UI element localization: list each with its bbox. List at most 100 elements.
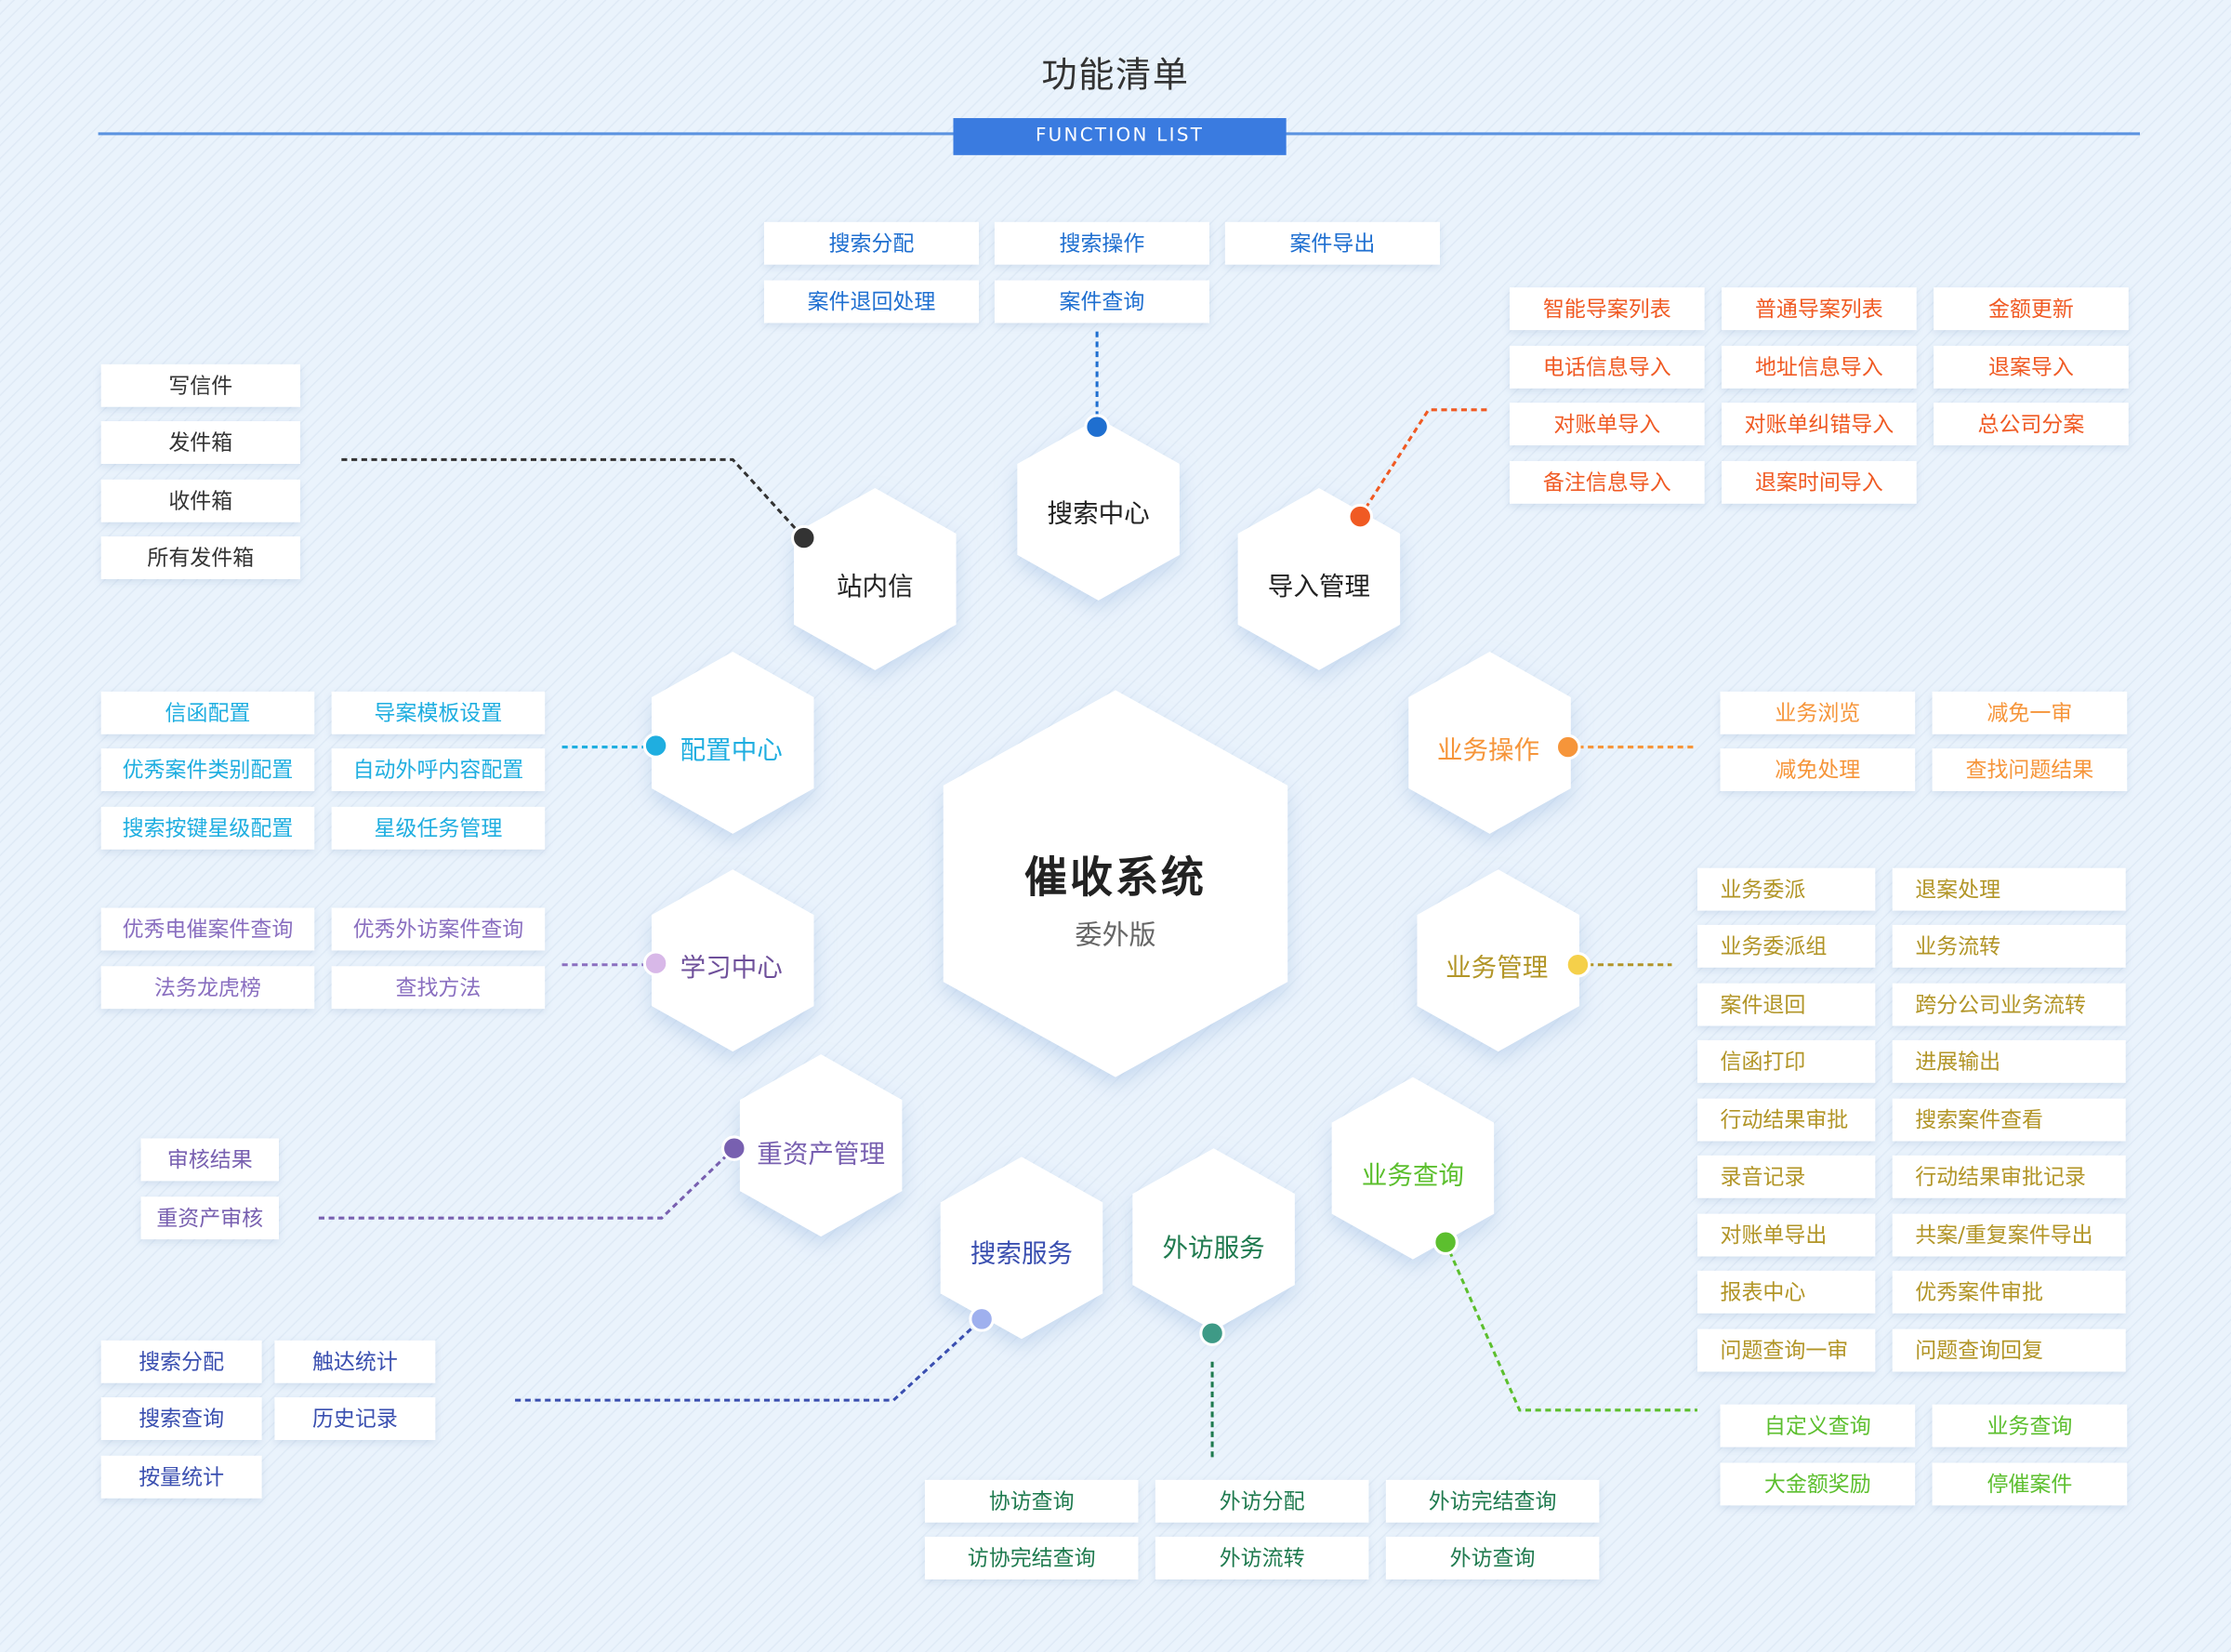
business-mgmt-item[interactable]: 业务委派组 — [1697, 924, 1876, 968]
business-mgmt-item[interactable]: 报表中心 — [1697, 1270, 1876, 1314]
dot-search-service — [969, 1306, 995, 1332]
business-mgmt-item[interactable]: 业务流转 — [1892, 924, 2126, 968]
function-list-badge: FUNCTION LIST — [953, 118, 1287, 155]
import-mgmt-item[interactable]: 总公司分案 — [1934, 403, 2129, 446]
business-mgmt-item[interactable]: 问题查询回复 — [1892, 1328, 2126, 1372]
inbox-item[interactable]: 所有发件箱 — [100, 536, 300, 579]
import-mgmt-item[interactable]: 退案时间导入 — [1722, 460, 1917, 504]
business-ops-item[interactable]: 查找问题结果 — [1932, 748, 2128, 792]
business-ops-item[interactable]: 减免处理 — [1720, 748, 1916, 792]
hexagon-business-mgmt — [1417, 869, 1579, 1052]
import-mgmt-item[interactable]: 退案导入 — [1934, 345, 2129, 389]
import-mgmt-item[interactable]: 金额更新 — [1934, 287, 2129, 331]
business-query-item[interactable]: 停催案件 — [1932, 1462, 2128, 1506]
dot-business-query — [1432, 1229, 1459, 1255]
business-query-item[interactable]: 业务查询 — [1932, 1404, 2128, 1447]
business-mgmt-item[interactable]: 问题查询一审 — [1697, 1328, 1876, 1372]
inbox-item[interactable]: 写信件 — [100, 363, 300, 407]
search-center-item[interactable]: 搜索操作 — [994, 221, 1210, 265]
import-mgmt-item[interactable]: 电话信息导入 — [1509, 345, 1705, 389]
config-center-item[interactable]: 导案模板设置 — [331, 691, 546, 734]
config-center-item[interactable]: 自动外呼内容配置 — [331, 748, 546, 792]
module-label-import-mgmt: 导入管理 — [1267, 572, 1370, 602]
business-mgmt-item[interactable]: 共案/重复案件导出 — [1892, 1213, 2126, 1257]
module-label-search-center: 搜索中心 — [1047, 499, 1150, 530]
dot-business-mgmt — [1564, 951, 1591, 978]
hexagon-business-query — [1331, 1077, 1495, 1260]
hexagon-business-ops — [1408, 652, 1571, 834]
business-mgmt-item[interactable]: 案件退回 — [1697, 983, 1876, 1026]
learning-center-item[interactable]: 优秀外访案件查询 — [331, 907, 546, 951]
import-mgmt-item[interactable]: 普通导案列表 — [1722, 287, 1917, 331]
import-mgmt-item[interactable]: 智能导案列表 — [1509, 287, 1705, 331]
search-service-item[interactable]: 历史记录 — [274, 1397, 436, 1440]
learning-center-item[interactable]: 优秀电催案件查询 — [100, 907, 315, 951]
connector-inbox — [341, 457, 805, 539]
search-service-item[interactable]: 触达统计 — [274, 1340, 436, 1383]
module-label-business-ops: 业务操作 — [1436, 735, 1540, 766]
business-mgmt-item[interactable]: 行动结果审批 — [1697, 1098, 1876, 1142]
visit-service-item[interactable]: 外访流转 — [1155, 1537, 1369, 1579]
config-center-item[interactable]: 信函配置 — [100, 691, 315, 734]
hexagon-search-service — [940, 1156, 1103, 1340]
visit-service-item[interactable]: 访协完结查询 — [924, 1537, 1139, 1579]
hexagon-inbox — [794, 487, 957, 670]
business-mgmt-item[interactable]: 搜索案件查看 — [1892, 1098, 2126, 1142]
dot-visit-service — [1199, 1320, 1225, 1346]
import-mgmt-item[interactable]: 对账单纠错导入 — [1722, 403, 1917, 446]
dot-config-center — [642, 733, 669, 759]
business-mgmt-item[interactable]: 退案处理 — [1892, 867, 2126, 911]
module-label-business-mgmt: 业务管理 — [1446, 953, 1549, 984]
asset-mgmt-item[interactable]: 审核结果 — [140, 1138, 279, 1182]
business-ops-item[interactable]: 减免一审 — [1932, 691, 2128, 734]
module-label-business-query: 业务查询 — [1361, 1160, 1464, 1192]
business-mgmt-item[interactable]: 进展输出 — [1892, 1039, 2126, 1083]
module-label-search-service: 搜索服务 — [970, 1239, 1074, 1270]
visit-service-item[interactable]: 外访查询 — [1385, 1537, 1600, 1579]
hexagon-config-center — [652, 652, 814, 834]
connector-asset-mgmt — [318, 1147, 735, 1220]
config-center-item[interactable]: 搜索按键星级配置 — [100, 806, 315, 850]
search-center-item[interactable]: 搜索分配 — [763, 221, 980, 265]
module-label-inbox: 站内信 — [836, 572, 914, 602]
business-mgmt-item[interactable]: 信函打印 — [1697, 1039, 1876, 1083]
search-service-item[interactable]: 按量统计 — [100, 1455, 262, 1499]
inbox-item[interactable]: 收件箱 — [100, 479, 300, 522]
learning-center-item[interactable]: 法务龙虎榜 — [100, 966, 315, 1010]
import-mgmt-item[interactable]: 备注信息导入 — [1509, 460, 1705, 504]
search-service-item[interactable]: 搜索查询 — [100, 1397, 262, 1440]
hexagon-asset-mgmt — [739, 1054, 903, 1237]
hexagon-search-center — [1017, 417, 1180, 601]
import-mgmt-item[interactable]: 地址信息导入 — [1722, 345, 1917, 389]
import-mgmt-item[interactable]: 对账单导入 — [1509, 403, 1705, 446]
business-query-item[interactable]: 大金额奖励 — [1720, 1462, 1916, 1506]
visit-service-item[interactable]: 协访查询 — [924, 1479, 1139, 1523]
business-mgmt-item[interactable]: 优秀案件审批 — [1892, 1270, 2126, 1314]
config-center-item[interactable]: 优秀案件类别配置 — [100, 748, 315, 792]
connector-business-query — [1444, 1241, 1698, 1412]
search-center-item[interactable]: 案件退回处理 — [763, 280, 980, 324]
asset-mgmt-item[interactable]: 重资产审核 — [140, 1196, 279, 1240]
hexagon-center — [943, 690, 1288, 1077]
visit-service-item[interactable]: 外访完结查询 — [1385, 1479, 1600, 1523]
business-mgmt-item[interactable]: 业务委派 — [1697, 867, 1876, 911]
business-ops-item[interactable]: 业务浏览 — [1720, 691, 1916, 734]
search-center-item[interactable]: 案件查询 — [994, 280, 1210, 324]
business-mgmt-item[interactable]: 对账单导出 — [1697, 1213, 1876, 1257]
business-mgmt-item[interactable]: 行动结果审批记录 — [1892, 1155, 2126, 1198]
business-query-item[interactable]: 自定义查询 — [1720, 1404, 1916, 1447]
learning-center-item[interactable]: 查找方法 — [331, 966, 546, 1010]
dot-search-center — [1084, 414, 1110, 440]
search-center-item[interactable]: 案件导出 — [1224, 221, 1440, 265]
business-mgmt-item[interactable]: 跨分公司业务流转 — [1892, 983, 2126, 1026]
dot-import-mgmt — [1347, 503, 1374, 530]
visit-service-item[interactable]: 外访分配 — [1155, 1479, 1369, 1523]
config-center-item[interactable]: 星级任务管理 — [331, 806, 546, 850]
business-mgmt-item[interactable]: 录音记录 — [1697, 1155, 1876, 1198]
search-service-item[interactable]: 搜索分配 — [100, 1340, 262, 1383]
connector-search-service — [515, 1317, 983, 1402]
inbox-item[interactable]: 发件箱 — [100, 421, 300, 464]
hexagon-visit-service — [1132, 1148, 1295, 1331]
